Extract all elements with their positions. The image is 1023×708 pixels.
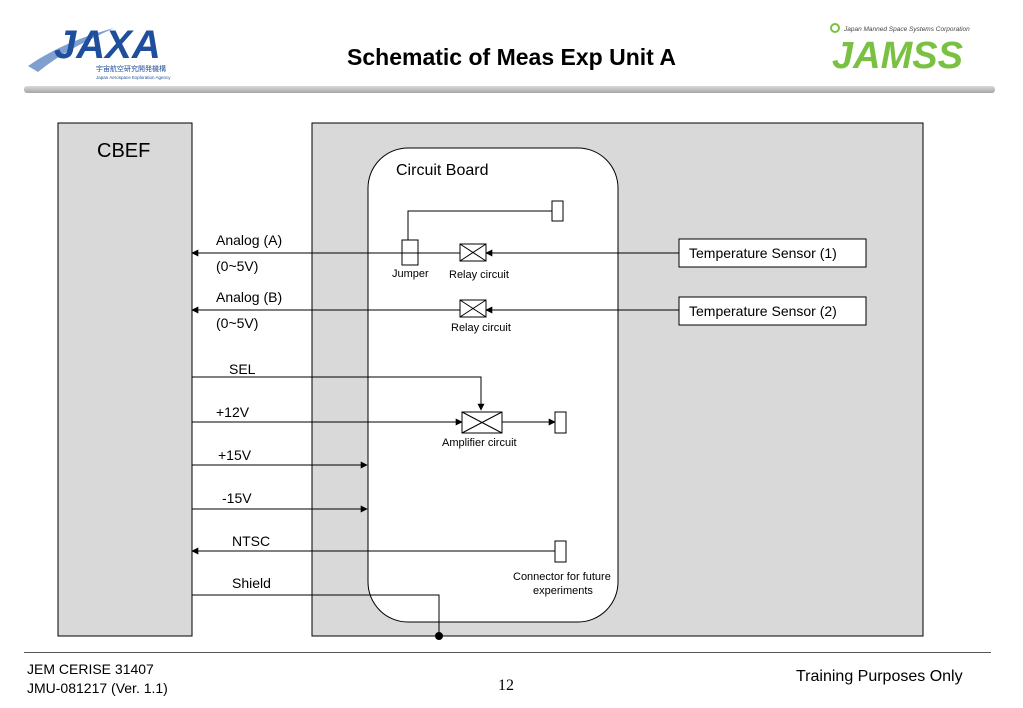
ntsc-label: NTSC — [232, 533, 270, 549]
temperature-sensor-2-label: Temperature Sensor (2) — [689, 303, 837, 319]
p12v-label: +12V — [216, 404, 250, 420]
jamss-logo-text: JAMSS — [832, 35, 963, 75]
circuit-board-label: Circuit Board — [396, 162, 488, 179]
relay-circuit-2-label: Relay circuit — [451, 322, 511, 334]
cbef-panel — [57, 122, 193, 637]
footer-notice: Training Purposes Only — [796, 668, 963, 685]
footer-doc-id: JEM CERISE 31407 — [27, 661, 154, 677]
amplifier-circuit — [461, 411, 503, 434]
relay-circuit-1 — [459, 243, 487, 262]
jaxa-logo: JAXA 宇宙航空研究開発機構 Japan Aerospace Explorat… — [28, 23, 171, 80]
relay-circuit-1-label: Relay circuit — [449, 269, 509, 281]
footer-doc-info: JEM CERISE 31407 JMU-081217 (Ver. 1.1) — [27, 660, 168, 698]
jaxa-logo-subtitle-jp: 宇宙航空研究開発機構 — [96, 64, 166, 73]
analog-b-label: Analog (B) — [216, 289, 282, 305]
sel-wire — [192, 376, 485, 411]
page-number: 12 — [498, 677, 514, 694]
jamss-logo: Japan Manned Space Systems Corporation J… — [830, 23, 970, 75]
footer-doc-version: JMU-081217 (Ver. 1.1) — [27, 680, 168, 696]
header-divider — [24, 86, 995, 93]
cbef-label: CBEF — [97, 140, 150, 162]
future-connector-label-line2: experiments — [533, 585, 593, 597]
analog-b-range: (0~5V) — [216, 315, 258, 331]
shield-ground-dot — [435, 632, 443, 640]
temperature-sensor-1-label: Temperature Sensor (1) — [689, 245, 837, 261]
shield-label: Shield — [232, 575, 271, 591]
sel-label: SEL — [229, 361, 256, 377]
jaxa-logo-text: JAXA — [54, 23, 161, 67]
jamss-logo-tagline: Japan Manned Space Systems Corporation — [843, 26, 970, 33]
circuit-board — [367, 147, 619, 623]
m15v-label: -15V — [222, 490, 252, 506]
page-title: Schematic of Meas Exp Unit A — [347, 44, 676, 70]
future-connector-label-line1: Connector for future — [513, 571, 611, 583]
relay-circuit-2 — [459, 299, 487, 318]
amplifier-output-connector — [554, 411, 567, 434]
p15v-label: +15V — [218, 447, 252, 463]
jumper-wire — [404, 210, 552, 251]
jumper-label: Jumper — [392, 268, 429, 280]
amplifier-circuit-label: Amplifier circuit — [442, 437, 517, 449]
top-connector — [551, 200, 564, 222]
footer-divider — [24, 652, 991, 653]
temperature-sensor-2 — [678, 296, 867, 326]
analog-a-range: (0~5V) — [216, 258, 258, 274]
analog-a-label: Analog (A) — [216, 232, 282, 248]
jaxa-logo-subtitle-en: Japan Aerospace Exploration Agency — [96, 75, 171, 80]
future-connector — [554, 540, 567, 563]
shield-wire — [192, 594, 440, 636]
